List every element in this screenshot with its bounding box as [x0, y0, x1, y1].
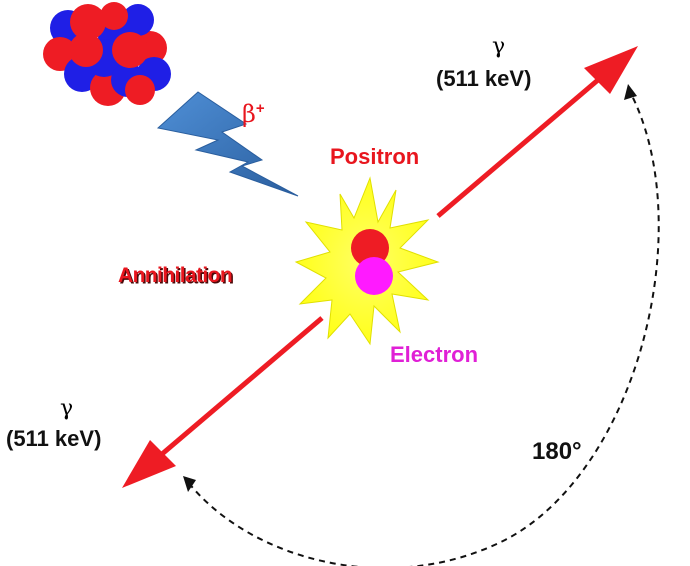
angle-arc — [187, 87, 660, 566]
annihilation-label: Annihilation — [118, 264, 233, 287]
gamma-arrow-lower — [122, 316, 324, 488]
arc-arrowhead-top — [624, 84, 637, 100]
gamma-energy-lower: (511 keV) — [6, 426, 102, 451]
arc-arrowhead-bottom — [183, 476, 196, 492]
beta-sign: + — [255, 100, 265, 117]
angle-label: 180° — [532, 438, 582, 465]
positron-label: Positron — [330, 144, 420, 169]
nucleus-icon — [43, 2, 171, 106]
electron-particle — [355, 257, 393, 295]
beta-plus-label: β+ — [242, 100, 265, 128]
gamma-symbol-upper: γ — [492, 34, 506, 59]
gamma-arrow-upper — [436, 46, 638, 218]
positron-particle — [351, 229, 389, 267]
beta-symbol: β — [242, 100, 256, 128]
gamma-energy-upper: (511 keV) — [436, 66, 532, 91]
electron-label: Electron — [390, 342, 479, 367]
gamma-symbol-lower: γ — [60, 396, 74, 421]
lightning-bolt-icon — [156, 91, 299, 197]
